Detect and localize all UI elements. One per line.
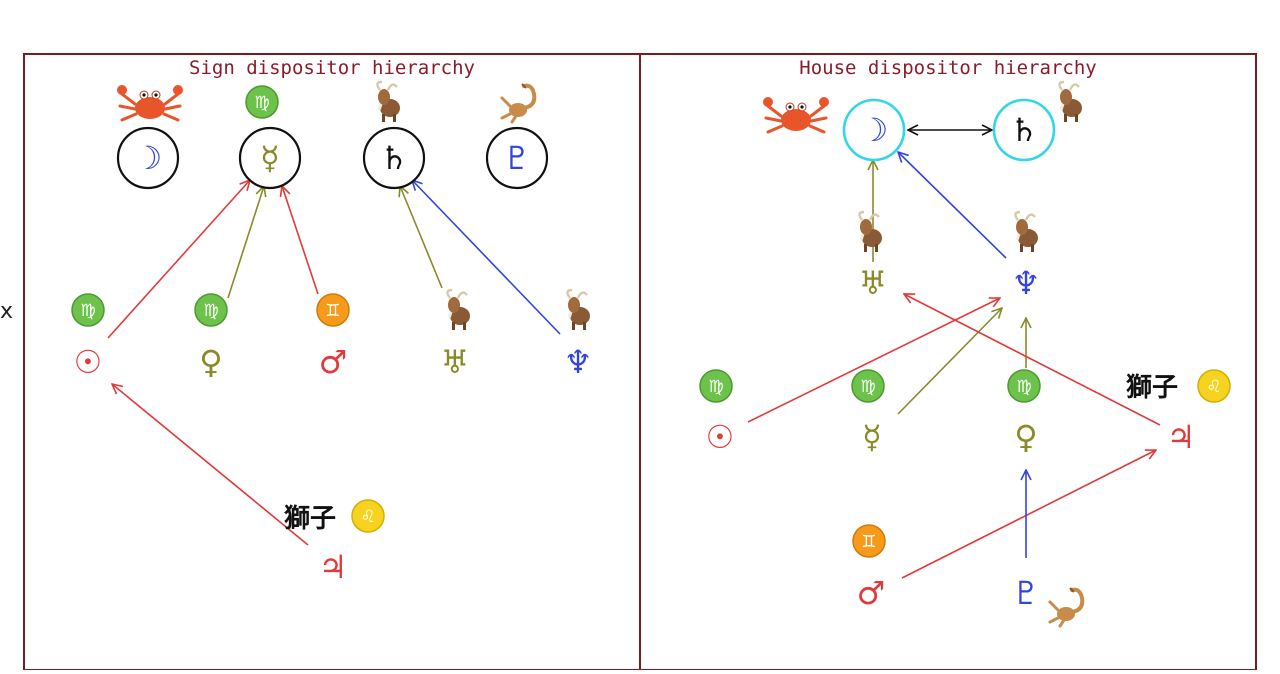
planet-glyph-mercury: ☿	[260, 139, 280, 177]
virgo-badge	[1007, 369, 1041, 403]
planet-glyph-saturn: ♄	[1010, 111, 1039, 149]
planet-ring	[116, 126, 180, 190]
planet-node-neptune: ♆	[564, 288, 593, 381]
edge-jupiter-to-sun	[112, 384, 309, 546]
planet-glyph-pluto: ♇	[1012, 574, 1041, 612]
planet-node-mercury: ☿	[238, 85, 302, 190]
house-dispositor-panel: House dispositor hierarchy ☽ ♄ ♅ ♆ ☉ ☿ ♀ ♃ ♂ ♇ 獅子	[639, 53, 1257, 671]
planet-node-jupiter: ♃	[319, 499, 385, 586]
edge-layer	[747, 130, 1161, 579]
planet-glyph-sun: ☉	[74, 343, 103, 381]
edge-mark-text: x	[0, 299, 13, 324]
planet-node-saturn: ♄	[992, 80, 1084, 162]
virgo-badge	[71, 293, 105, 327]
planet-node-venus: ♀	[1007, 369, 1041, 456]
planet-ring	[992, 98, 1056, 162]
planet-glyph-saturn: ♄	[380, 139, 409, 177]
edge-strip	[0, 0, 22, 670]
edge-mars-to-mercury	[282, 186, 319, 295]
planet-glyph-uranus: ♅	[441, 343, 470, 381]
planet-ring	[362, 126, 426, 190]
sign-name-label: 獅子	[1126, 372, 1178, 403]
planet-node-mars: ♂	[316, 293, 350, 381]
planet-glyph-venus: ♀	[1014, 418, 1037, 456]
edge-layer	[107, 180, 561, 546]
node-layer: ☽ ☿ ♄ ♇ ☉ ♀ ♂ ♅ ♆ ♃ 獅子	[71, 80, 593, 586]
planet-glyph-neptune: ♆	[1012, 264, 1041, 302]
edge-mars-to-jupiter	[901, 450, 1156, 579]
sign-dispositor-panel: Sign dispositor hierarchy ☽ ☿ ♄ ♇ ☉ ♀ ♂ ♅ ♆ ♃ 獅子	[23, 53, 641, 671]
planet-node-sun: ☉	[71, 293, 105, 381]
planet-node-mars: ♂	[852, 524, 886, 612]
planet-node-uranus: ♅	[857, 210, 888, 302]
panel-title: House dispositor hierarchy	[799, 57, 1096, 79]
edge-neptune-to-moon	[898, 152, 1007, 259]
planet-glyph-jupiter: ♃	[1167, 418, 1196, 456]
planet-node-uranus: ♅	[441, 288, 472, 381]
leo-badge	[1197, 369, 1231, 403]
gemini-badge	[852, 524, 886, 558]
sign-name-label: 獅子	[284, 503, 336, 534]
planet-glyph-jupiter: ♃	[319, 548, 348, 586]
planet-glyph-neptune: ♆	[564, 343, 593, 381]
planet-ring	[238, 126, 302, 190]
edge-sun-to-neptune	[747, 298, 1000, 423]
planet-node-moon: ☽	[761, 95, 906, 162]
planet-node-pluto: ♇	[1012, 574, 1085, 628]
edge-uranus-to-saturn	[400, 186, 443, 289]
planet-node-pluto: ♇	[485, 82, 549, 190]
planet-glyph-venus: ♀	[199, 343, 222, 381]
planet-node-sun: ☉	[699, 369, 735, 456]
virgo-badge	[194, 293, 228, 327]
planet-node-jupiter: ♃	[1167, 369, 1231, 456]
planet-glyph-sun: ☉	[706, 418, 735, 456]
planet-glyph-mars: ♂	[857, 574, 886, 612]
planet-node-mercury: ☿	[851, 369, 885, 456]
edge-sun-to-mercury	[107, 180, 250, 339]
leo-badge	[351, 499, 385, 533]
planet-glyph-mercury: ☿	[862, 418, 882, 456]
planet-glyph-pluto: ♇	[503, 139, 532, 177]
planet-ring	[485, 126, 549, 190]
planet-glyph-moon: ☽	[134, 139, 163, 177]
panel-title: Sign dispositor hierarchy	[189, 57, 475, 79]
virgo-badge	[699, 369, 733, 403]
edge-neptune-to-saturn	[412, 180, 561, 335]
planet-glyph-uranus: ♅	[859, 264, 888, 302]
planet-node-venus: ♀	[194, 293, 228, 381]
planet-node-neptune: ♆	[1012, 210, 1041, 302]
planet-glyph-moon: ☽	[860, 111, 889, 149]
virgo-badge	[245, 85, 279, 119]
gemini-badge	[316, 293, 350, 327]
edge-mercury-to-neptune	[897, 308, 1002, 415]
virgo-badge	[851, 369, 885, 403]
planet-ring	[842, 98, 906, 162]
planet-node-saturn: ♄	[362, 80, 426, 190]
node-layer: ☽ ♄ ♅ ♆ ☉ ☿ ♀ ♃ ♂ ♇ 獅子	[699, 80, 1231, 628]
planet-node-moon: ☽	[115, 83, 185, 190]
edge-jupiter-to-uranus	[904, 294, 1161, 426]
planet-glyph-mars: ♂	[319, 343, 348, 381]
edge-venus-to-mercury	[227, 186, 264, 299]
